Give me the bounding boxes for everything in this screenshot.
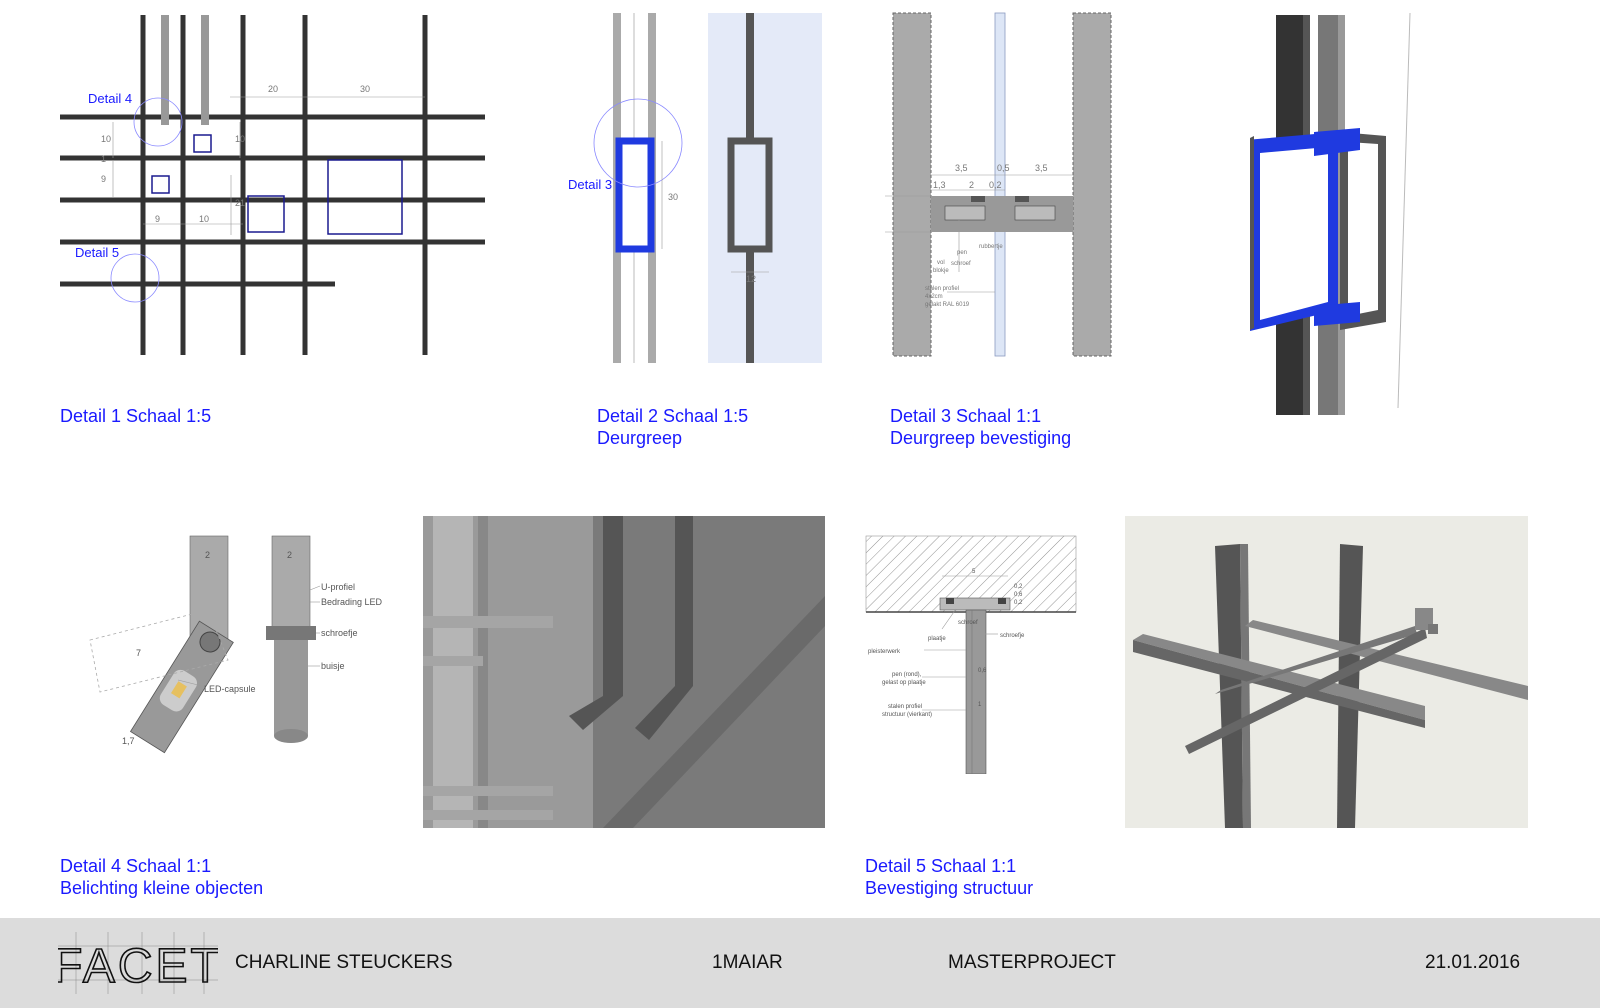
dim-label: 1 <box>978 702 982 708</box>
dim-label: 0,5 <box>997 163 1010 173</box>
dim-label: 2 <box>969 180 974 190</box>
dim-label: 20 <box>268 84 278 94</box>
door-handle-render <box>1250 10 1450 415</box>
detail-5-drawing: 5 0,2 0,6 0,2 0,6 1 schroef plaatje schr… <box>862 534 1082 774</box>
detail-4-subtitle: Belichting kleine objecten <box>60 878 264 898</box>
callout-detail-4[interactable]: Detail 4 <box>88 91 132 106</box>
note-label: structuur (vierkant) <box>882 712 932 718</box>
detail-1-drawing: 20 30 10 1 9 9 10 10 21 Detail 4 Detail … <box>55 10 485 360</box>
note-label: 4x2cm <box>925 294 943 300</box>
note-label: plaatje <box>928 636 946 642</box>
note-label: schroef <box>951 261 971 267</box>
dim-label: 3,5 <box>955 163 968 173</box>
dim-label: 9 <box>155 214 160 224</box>
callout-detail-3[interactable]: Detail 3 <box>568 177 612 192</box>
detail-2-drawing: 30 12 Detail 3 <box>560 10 830 365</box>
dim-label: 10 <box>101 134 111 144</box>
detail-4-title: Detail 4 Schaal 1:1 <box>60 856 212 876</box>
structure-render <box>1125 516 1528 828</box>
dim-label: 30 <box>668 192 678 202</box>
facet-logo: FACET <box>52 932 221 994</box>
note-label: rubbertje <box>979 244 1003 250</box>
dim-label: 0,6 <box>1014 592 1023 598</box>
note-label: schroefje <box>1000 633 1025 639</box>
note-label: U-profiel <box>321 582 355 592</box>
dim-label: 30 <box>360 84 370 94</box>
dim-label: 0,2 <box>1014 600 1023 606</box>
footer-bar: FACET CHARLINE STEUCKERS 1MAIAR MASTERPR… <box>0 918 1600 1008</box>
dim-label: 0,6 <box>978 668 987 674</box>
detail-2-subtitle: Deurgreep <box>597 428 683 448</box>
dim-label: 1,7 <box>122 736 135 746</box>
note-label: Bedrading LED <box>321 597 383 607</box>
dim-label: 7 <box>136 648 141 658</box>
detail-3-drawing: 3,5 0,5 3,5 1,3 2 0,2 rubbertje pen vol … <box>885 10 1115 360</box>
detail-5-title: Detail 5 Schaal 1:1 <box>865 856 1017 876</box>
note-label: vol <box>937 260 945 266</box>
class-code: 1MAIAR <box>712 952 783 973</box>
note-label: stalen profiel <box>925 286 959 292</box>
note-label: buisje <box>321 661 345 671</box>
note-label: pen (rond), <box>892 672 922 678</box>
dim-label: 12 <box>746 274 756 284</box>
detail-5-caption: Detail 5 Schaal 1:1 Bevestiging structuu… <box>865 855 1033 899</box>
detail-4-drawing: 2 2 7 1,7 U-profiel Bedrading LED schroe… <box>78 530 418 780</box>
note-label: LED-capsule <box>204 684 256 694</box>
dim-label: 1 <box>101 154 106 164</box>
interior-render <box>423 516 825 828</box>
dim-label: 2 <box>205 550 210 560</box>
detail-2-title: Detail 2 Schaal 1:5 <box>597 406 749 426</box>
dim-label: 0,2 <box>989 180 1002 190</box>
note-label: stalen profiel <box>888 704 922 710</box>
detail-4-caption: Detail 4 Schaal 1:1 Belichting kleine ob… <box>60 855 263 899</box>
note-label: gelakt RAL 6019 <box>925 302 970 308</box>
detail-3-title: Detail 3 Schaal 1:1 <box>890 406 1042 426</box>
dim-label: 9 <box>101 174 106 184</box>
date: 21.01.2016 <box>1425 952 1521 973</box>
detail-3-caption: Detail 3 Schaal 1:1 Deurgreep bevestigin… <box>890 405 1071 449</box>
project-name: MASTERPROJECT <box>948 952 1116 973</box>
dim-label: 3,5 <box>1035 163 1048 173</box>
callout-detail-5[interactable]: Detail 5 <box>75 245 119 260</box>
author-name: CHARLINE STEUCKERS <box>235 952 453 973</box>
dim-label: 1,3 <box>933 180 946 190</box>
detail-1-title: Detail 1 Schaal 1:5 <box>60 406 212 426</box>
note-label: schroef <box>958 620 978 626</box>
note-label: schroefje <box>321 628 358 638</box>
note-label: gelast op plaatje <box>882 680 926 686</box>
detail-2-caption: Detail 2 Schaal 1:5 Deurgreep <box>597 405 748 449</box>
detail-5-subtitle: Bevestiging structuur <box>865 878 1034 898</box>
dim-label: 10 <box>199 214 209 224</box>
dim-label: 2 <box>287 550 292 560</box>
dim-label: 0,2 <box>1014 584 1023 590</box>
dim-label: 5 <box>972 569 976 575</box>
logo-wordmark: FACET <box>58 940 218 993</box>
dim-label: 21 <box>235 198 245 208</box>
detail-1-caption: Detail 1 Schaal 1:5 <box>60 405 211 427</box>
dim-label: 10 <box>235 134 245 144</box>
note-label: blokje <box>933 268 949 274</box>
note-label: pleisterwerk <box>868 649 901 655</box>
detail-3-subtitle: Deurgreep bevestiging <box>890 428 1072 448</box>
note-label: pen <box>957 250 967 256</box>
